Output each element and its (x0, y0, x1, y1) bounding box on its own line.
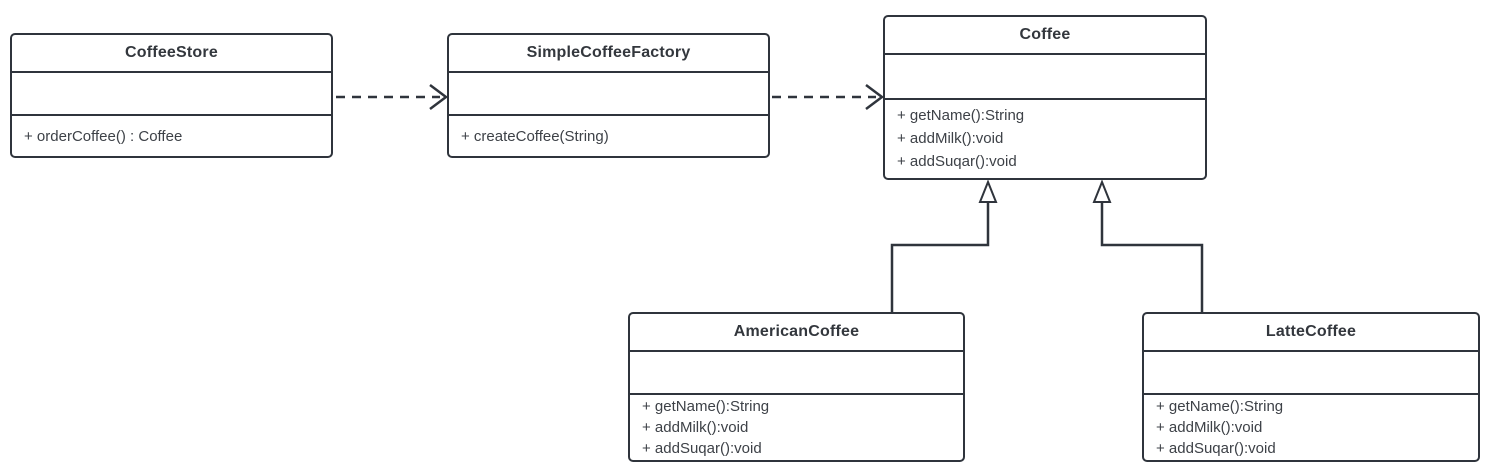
hollow-triangle-arrowhead (978, 179, 998, 203)
class-methods-section: + orderCoffee() : Coffee (12, 116, 331, 156)
dependency-arrow-coffeestore-to-factory[interactable] (336, 84, 449, 110)
generalization-americancoffee-to-coffee[interactable] (890, 179, 998, 312)
method-label: + addSuqar():void (1156, 440, 1276, 457)
method-label: + getName():String (1156, 398, 1284, 415)
method-label: + createCoffee(String) (461, 127, 609, 145)
class-methods-section: + getName():String + addMilk():void + ad… (630, 395, 963, 460)
method-label: + addSuqar():void (642, 440, 762, 457)
class-title: Coffee (885, 17, 1205, 55)
method-label: + addMilk():void (1156, 419, 1263, 436)
class-title: AmericanCoffee (630, 314, 963, 352)
class-node-americancoffee[interactable]: AmericanCoffee + getName():String + addM… (628, 312, 965, 462)
class-attributes-section (449, 73, 768, 116)
method-label: + addMilk():void (897, 130, 1004, 147)
class-node-coffeestore[interactable]: CoffeeStore + orderCoffee() : Coffee (10, 33, 333, 158)
class-methods-section: + getName():String + addMilk():void + ad… (1144, 395, 1478, 460)
class-attributes-section (1144, 352, 1478, 395)
method-label: + orderCoffee() : Coffee (24, 127, 183, 145)
dependency-arrow-factory-to-coffee[interactable] (772, 84, 885, 110)
class-title: SimpleCoffeeFactory (449, 35, 768, 73)
class-title: CoffeeStore (12, 35, 331, 73)
method-label: + addSuqar():void (897, 153, 1017, 170)
class-methods-section: + getName():String + addMilk():void + ad… (885, 100, 1205, 178)
class-node-simplecoffeefactory[interactable]: SimpleCoffeeFactory + createCoffee(Strin… (447, 33, 770, 158)
class-attributes-section (12, 73, 331, 116)
class-attributes-section (885, 55, 1205, 100)
class-title: LatteCoffee (1144, 314, 1478, 352)
class-methods-section: + createCoffee(String) (449, 116, 768, 156)
class-node-lattecoffee[interactable]: LatteCoffee + getName():String + addMilk… (1142, 312, 1480, 462)
method-label: + addMilk():void (642, 419, 749, 436)
generalization-lattecoffee-to-coffee[interactable] (1092, 179, 1204, 312)
class-node-coffee[interactable]: Coffee + getName():String + addMilk():vo… (883, 15, 1207, 180)
method-label: + getName():String (897, 107, 1025, 124)
method-label: + getName():String (642, 398, 770, 415)
hollow-triangle-arrowhead (1092, 179, 1112, 203)
class-attributes-section (630, 352, 963, 395)
